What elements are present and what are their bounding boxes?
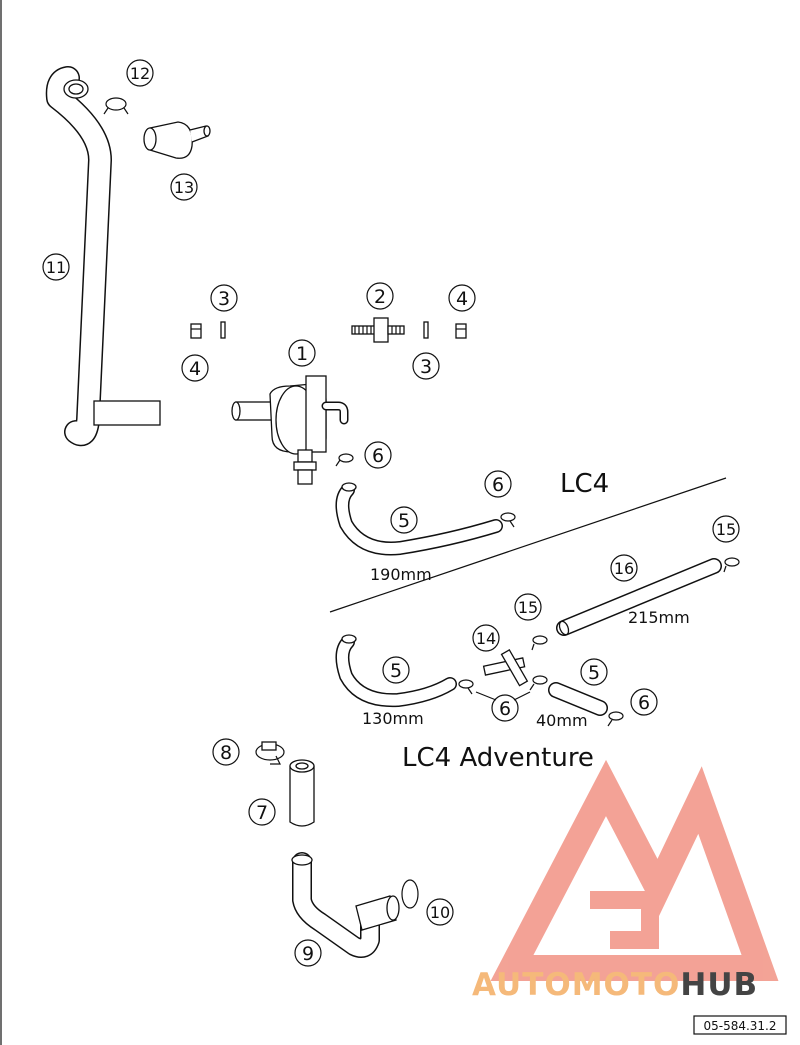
callout-13: 13 (170, 173, 198, 201)
reference-code: 05-584.31.2 (703, 1019, 776, 1033)
part-6-clip-top (335, 453, 354, 467)
part-2-double-stud (351, 317, 405, 343)
callout-5-adv-long-label: 5 (390, 660, 402, 682)
watermark-text-part1: AUTOMOTO (472, 967, 680, 1003)
leader-6-left (475, 691, 497, 701)
part-9-air-pipe (291, 852, 400, 958)
callout-5-adv-short: 5 (580, 658, 608, 686)
callout-6-adv-mid: 6 (491, 694, 519, 722)
callout-6-adv-right: 6 (630, 688, 658, 716)
callout-1: 1 (288, 339, 316, 367)
callout-10: 10 (426, 898, 454, 926)
callout-7: 7 (248, 798, 276, 826)
part-3-pin-right (423, 321, 429, 339)
part-3-pin-left (220, 321, 226, 339)
part-5-hose-adventure-long (335, 634, 457, 708)
callout-4-left: 4 (181, 354, 209, 382)
part-4-nut-right (455, 323, 467, 339)
callout-6-top: 6 (364, 441, 392, 469)
callout-10-label: 10 (430, 903, 450, 922)
callout-5-lc4: 5 (390, 506, 418, 534)
callout-4-right-label: 4 (456, 288, 468, 310)
part-13-elbow-fitting (143, 121, 211, 159)
part-8-hose-clamp (255, 741, 285, 765)
variant-separator-line (329, 477, 727, 613)
callout-16-label: 16 (614, 559, 634, 578)
dimension-190mm: 190mm (370, 565, 432, 584)
callout-2: 2 (366, 282, 394, 310)
part-14-t-connector (482, 649, 529, 687)
callout-9-label: 9 (302, 943, 314, 965)
callout-15-upper: 15 (712, 515, 740, 543)
callout-5-lc4-label: 5 (398, 510, 410, 532)
callout-12-label: 12 (130, 64, 150, 83)
callout-8: 8 (212, 738, 240, 766)
callout-3-left: 3 (210, 284, 238, 312)
leader-6-right (513, 691, 531, 701)
callout-3-right: 3 (412, 352, 440, 380)
part-6-clip-adv-mid (529, 675, 548, 691)
callout-9: 9 (294, 939, 322, 967)
callout-6-adv-right-label: 6 (638, 692, 650, 714)
callout-13-label: 13 (174, 178, 194, 197)
callout-11-label: 11 (46, 258, 66, 277)
callout-7-label: 7 (256, 802, 268, 824)
part-11-breather-hose (45, 66, 161, 447)
callout-3-left-label: 3 (218, 288, 230, 310)
callout-1-label: 1 (296, 343, 308, 365)
watermark-text: AUTOMOTOHUB (472, 967, 758, 1003)
heading-lc4: LC4 (560, 469, 609, 499)
callout-16: 16 (610, 554, 638, 582)
callout-6-adv-mid-label: 6 (499, 698, 511, 720)
dimension-215mm: 215mm (628, 608, 690, 627)
callout-5-adv-long: 5 (382, 656, 410, 684)
part-15-clip-lower (531, 635, 548, 651)
part-6-clip-lc4-end (500, 512, 516, 528)
callout-15-lower: 15 (514, 593, 542, 621)
callout-12: 12 (126, 59, 154, 87)
callout-14: 14 (472, 624, 500, 652)
callout-2-label: 2 (374, 286, 386, 308)
part-1-secondary-air-valve (231, 375, 349, 485)
callout-15-upper-label: 15 (716, 520, 736, 539)
part-5-hose-adventure-short (548, 682, 608, 716)
dimension-40mm: 40mm (536, 711, 588, 730)
part-6-clip-adv-left (458, 679, 474, 695)
part-16-hose (556, 558, 722, 636)
dimension-130mm: 130mm (362, 709, 424, 728)
callout-15-lower-label: 15 (518, 598, 538, 617)
part-6-clip-adv-right (607, 711, 624, 727)
callout-3-right-label: 3 (420, 356, 432, 378)
callout-8-label: 8 (220, 742, 232, 764)
callout-6-lc4-end-label: 6 (492, 474, 504, 496)
callout-4-left-label: 4 (189, 358, 201, 380)
callout-6-lc4-end: 6 (484, 470, 512, 498)
callout-14-label: 14 (476, 629, 496, 648)
callout-5-adv-short-label: 5 (588, 662, 600, 684)
part-10-o-ring (401, 879, 419, 909)
callout-11: 11 (42, 253, 70, 281)
callout-4-right: 4 (448, 284, 476, 312)
reference-code-box: 05-584.31.2 (693, 1015, 787, 1035)
part-7-rubber-sleeve (289, 759, 315, 827)
part-5-hose-lc4 (335, 482, 503, 556)
part-15-clip-upper (723, 557, 740, 573)
watermark-logo (490, 759, 779, 981)
callout-6-top-label: 6 (372, 445, 384, 467)
heading-lc4-adventure: LC4 Adventure (402, 743, 594, 773)
watermark-text-part2: HUB (680, 967, 758, 1003)
part-12-clip (103, 97, 129, 115)
part-4-nut-left (190, 323, 202, 339)
